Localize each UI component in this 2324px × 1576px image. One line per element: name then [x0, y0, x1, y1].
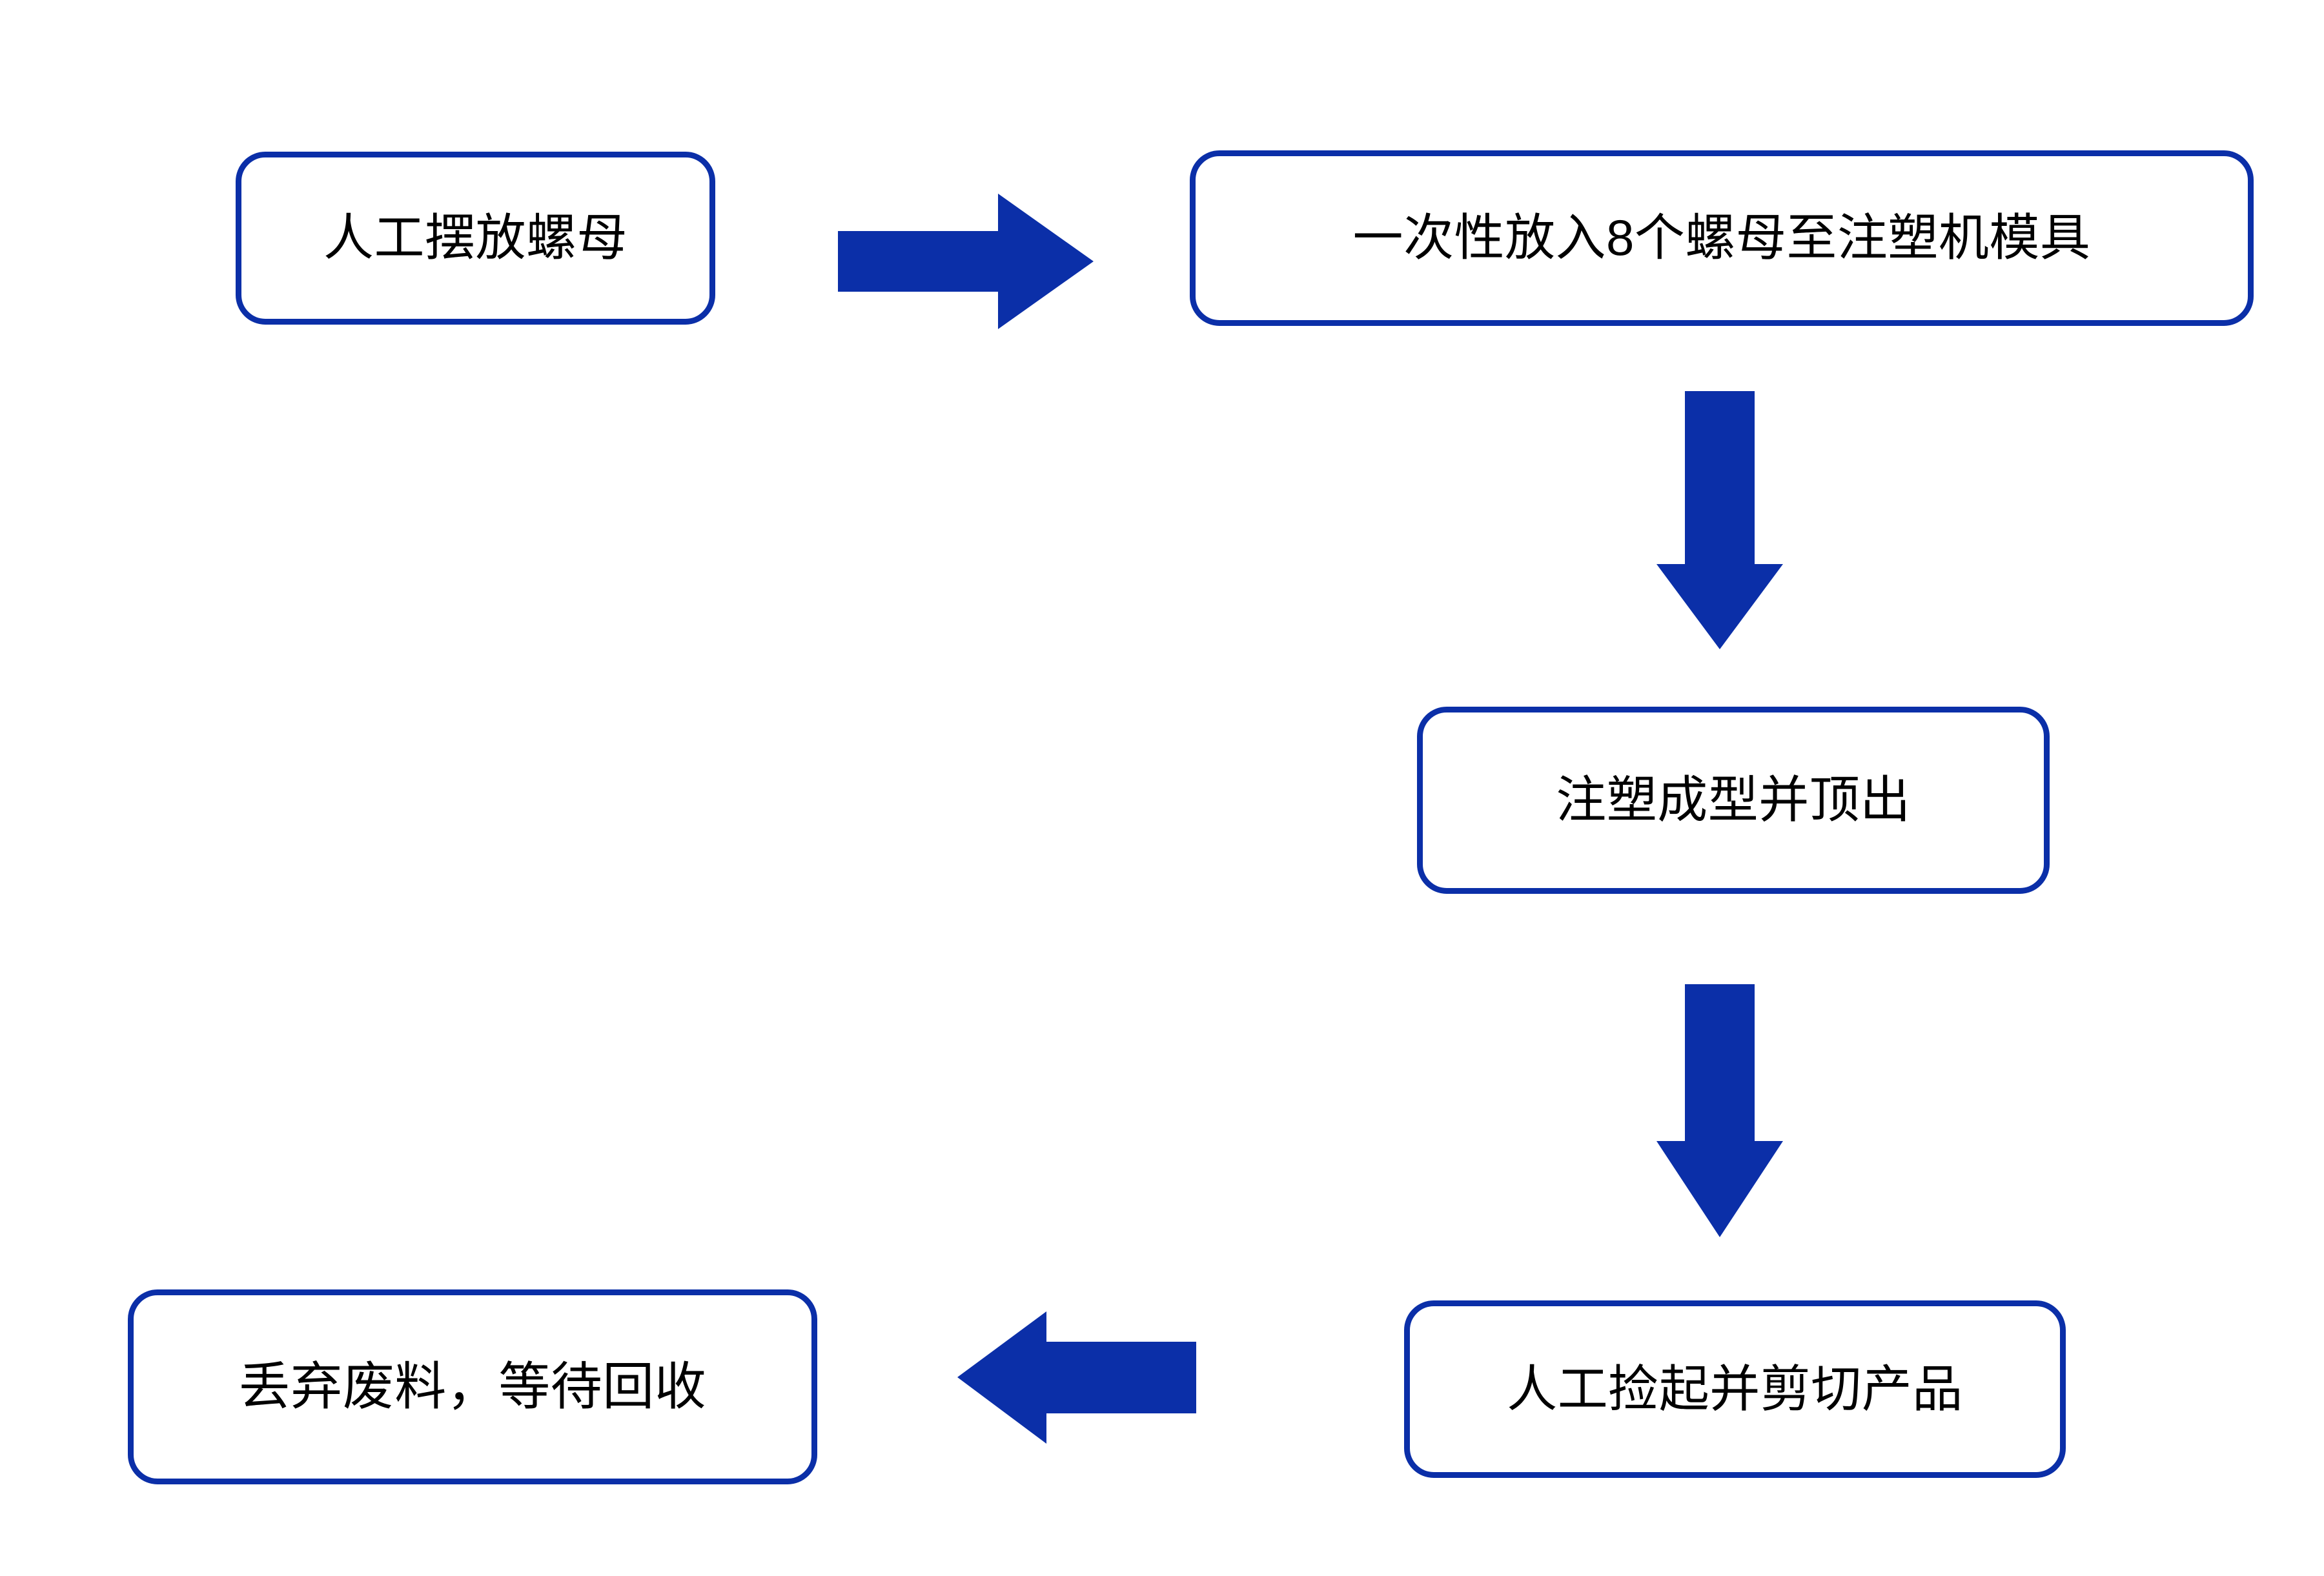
arrow-right-place-to-insert: [838, 194, 1094, 329]
process-node-manual-place[interactable]: 人工摆放螺母: [236, 152, 715, 325]
process-node-injection-mold[interactable]: 注塑成型并顶出: [1417, 707, 2050, 894]
process-node-discard-scrap[interactable]: 丢弃废料，等待回收: [128, 1289, 817, 1484]
process-node-insert-nuts[interactable]: 一次性放入8个螺母至注塑机模具: [1190, 150, 2254, 326]
process-node-label: 一次性放入8个螺母至注塑机模具: [1352, 209, 2091, 267]
arrow-left-pick-to-discard: [957, 1311, 1196, 1444]
process-node-label: 丢弃废料，等待回收: [238, 1358, 707, 1415]
process-node-label: 人工摆放螺母: [323, 209, 627, 267]
process-node-label: 人工捡起并剪切产品: [1507, 1360, 1963, 1417]
arrow-down-mold-to-pick: [1656, 984, 1783, 1237]
process-node-pick-cut[interactable]: 人工捡起并剪切产品: [1404, 1300, 2066, 1478]
process-node-label: 注塑成型并顶出: [1556, 771, 1911, 829]
arrow-down-insert-to-mold: [1656, 391, 1783, 649]
